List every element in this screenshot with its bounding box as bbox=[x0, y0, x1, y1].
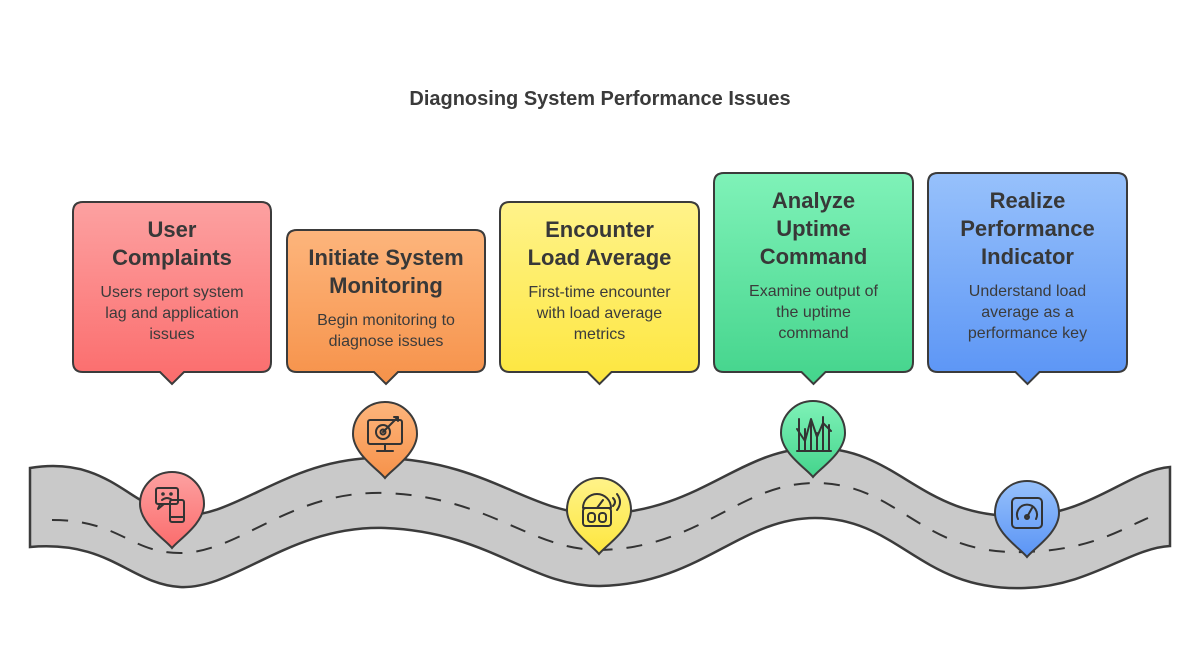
step-description-line: the uptime bbox=[776, 304, 851, 321]
step-card-1 bbox=[72, 201, 272, 386]
step-card-4 bbox=[713, 172, 914, 386]
chart-bars-icon bbox=[796, 416, 832, 452]
step-title-line: Load Average bbox=[527, 245, 672, 270]
step-description-line: metrics bbox=[573, 326, 626, 343]
monitor-target-icon bbox=[367, 416, 403, 452]
step-title-line: Analyze bbox=[771, 188, 856, 213]
step-title-line: Complaints bbox=[112, 245, 232, 270]
step-description-line: Examine output of bbox=[749, 283, 878, 300]
step-description-5: Understand load average as a performance k… bbox=[932, 281, 1123, 344]
step-title-line: Indicator bbox=[981, 244, 1074, 269]
step-title-line: Performance bbox=[960, 216, 1095, 241]
step-pin-5 bbox=[993, 480, 1061, 559]
step-description-line: with load average bbox=[536, 305, 663, 322]
step-description-line: average as a bbox=[981, 304, 1074, 321]
step-description-line: command bbox=[778, 325, 849, 342]
step-description-line: diagnose issues bbox=[328, 333, 444, 350]
step-pin-2 bbox=[351, 401, 419, 480]
step-title-line: Monitoring bbox=[329, 273, 443, 298]
step-description-4: Examine output of the uptime command bbox=[718, 281, 909, 344]
step-description-2: Begin monitoring to diagnose issues bbox=[291, 310, 481, 352]
step-card-2 bbox=[286, 229, 486, 386]
step-description-line: lag and application bbox=[105, 305, 239, 322]
step-title-line: Initiate System bbox=[308, 245, 464, 270]
step-description-line: Begin monitoring to bbox=[317, 312, 455, 329]
step-pin-3 bbox=[565, 477, 633, 556]
step-title-line: User bbox=[147, 217, 197, 242]
step-description-line: performance key bbox=[967, 325, 1088, 342]
gauge-signal-icon bbox=[582, 493, 621, 527]
complaint-phone-icon bbox=[155, 487, 185, 523]
step-description-3: First-time encounter with load average met… bbox=[504, 282, 695, 345]
step-description-line: Understand load bbox=[968, 283, 1087, 300]
step-description-line: First-time encounter bbox=[528, 284, 671, 301]
step-description-line: Users report system bbox=[100, 284, 244, 301]
step-title-line: Encounter bbox=[545, 217, 654, 242]
step-title-line: Realize bbox=[989, 188, 1066, 213]
step-title-line: Command bbox=[759, 244, 868, 269]
step-pin-4 bbox=[779, 400, 847, 479]
step-pin-1 bbox=[138, 471, 206, 550]
step-description-line: issues bbox=[149, 326, 195, 343]
diagram-title: Diagnosing System Performance Issues bbox=[409, 88, 791, 110]
speedometer-icon bbox=[1011, 497, 1043, 529]
step-title-line: Uptime bbox=[776, 216, 851, 241]
step-description-1: Users report system lag and application is… bbox=[77, 282, 267, 345]
pin-marker bbox=[779, 400, 847, 479]
step-card-3 bbox=[499, 201, 700, 386]
step-card-5 bbox=[927, 172, 1128, 386]
